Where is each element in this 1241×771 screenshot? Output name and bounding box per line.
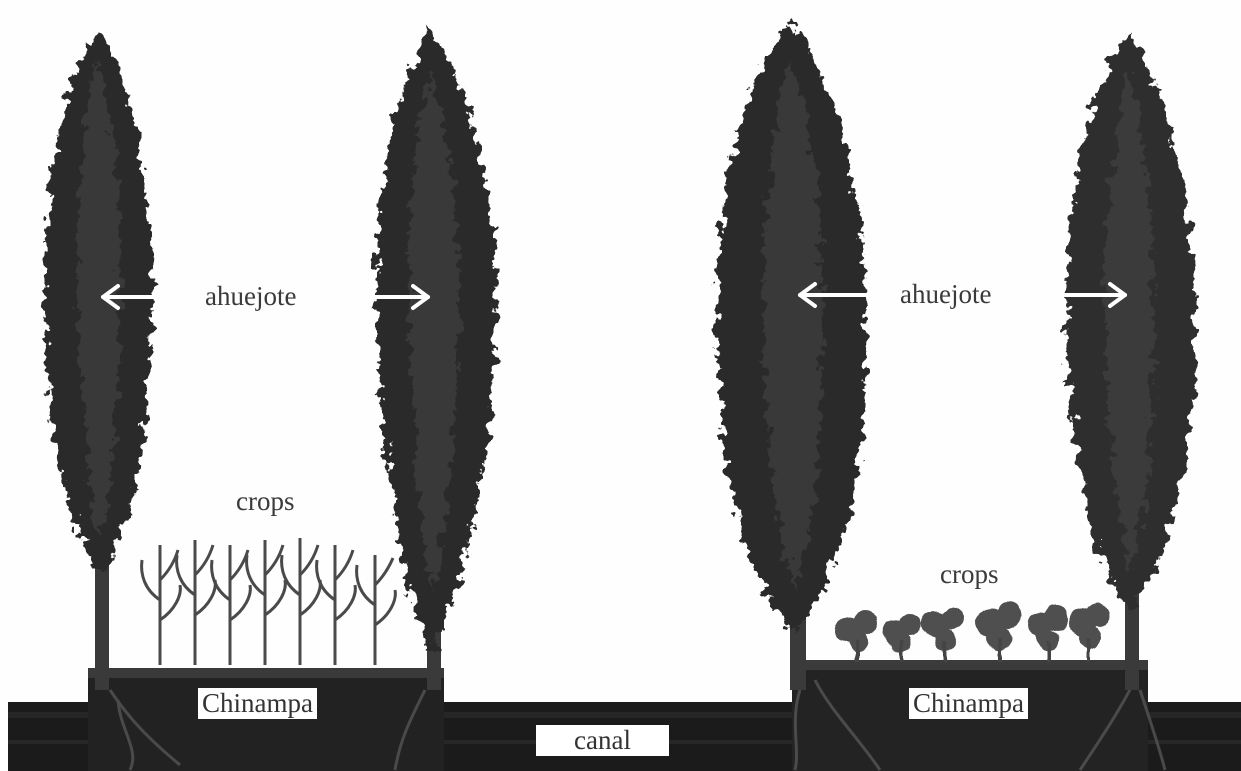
maize-plant-2 <box>177 540 216 665</box>
label-ahuejote-left: ahuejote <box>205 283 296 310</box>
label-chinampa-right: Chinampa <box>909 688 1028 719</box>
label-chinampa-left: Chinampa <box>198 688 317 719</box>
bush-1 <box>835 610 877 662</box>
maize-crops <box>142 538 396 665</box>
chinampa-soil-left <box>88 668 444 771</box>
label-crops-right: crops <box>940 561 998 588</box>
bush-6 <box>1068 603 1110 662</box>
maize-plant-7 <box>357 555 396 665</box>
label-ahuejote-right: ahuejote <box>900 281 991 308</box>
maize-plant-1 <box>142 545 181 665</box>
tree-4 <box>1066 30 1194 690</box>
bush-crops <box>835 602 1110 662</box>
maize-plant-3 <box>212 545 251 665</box>
bush-3 <box>921 606 964 662</box>
maize-plant-4 <box>247 540 286 665</box>
maize-plant-6 <box>317 545 356 665</box>
bush-4 <box>976 602 1021 662</box>
label-canal: canal <box>536 725 669 756</box>
bush-5 <box>1027 606 1067 662</box>
label-crops-left: crops <box>236 488 294 515</box>
tree-3 <box>717 20 867 690</box>
maize-plant-5 <box>282 538 321 665</box>
bush-2 <box>883 613 921 662</box>
tree-1 <box>44 30 152 690</box>
